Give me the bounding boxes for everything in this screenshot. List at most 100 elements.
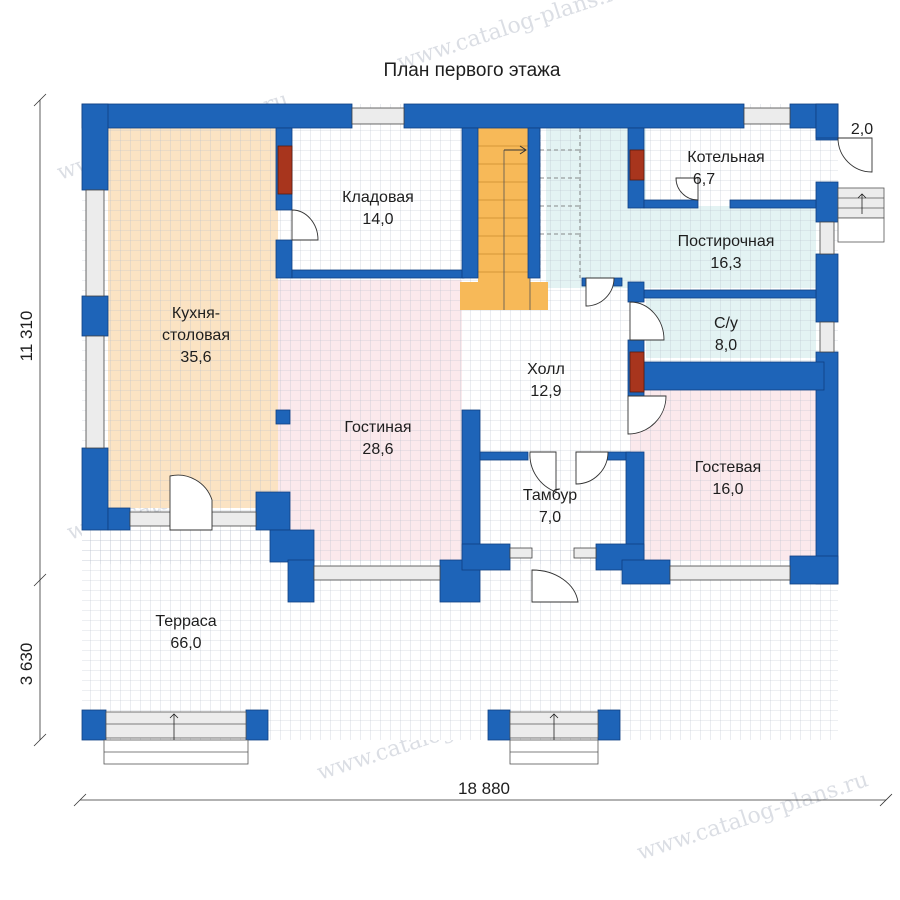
step <box>837 187 885 219</box>
wall <box>275 409 291 425</box>
wall <box>789 555 839 585</box>
door-swing <box>575 451 609 485</box>
wall <box>461 127 479 279</box>
dimension-tick <box>33 93 47 747</box>
wall <box>643 289 817 299</box>
wall <box>643 199 699 209</box>
window <box>313 565 441 581</box>
terrace-post <box>487 709 511 741</box>
window <box>743 107 791 125</box>
room-fills <box>82 104 882 740</box>
room-kitchen-name: Кухня- <box>172 305 220 322</box>
room-guest-name: Гостевая <box>695 459 761 476</box>
window <box>509 547 533 559</box>
door-swing <box>169 474 213 531</box>
step <box>837 217 885 243</box>
window <box>129 511 171 527</box>
step-arrow-icon <box>549 713 559 740</box>
room-boiler-area: 6,7 <box>693 171 715 188</box>
wall <box>81 447 109 531</box>
wall <box>815 253 839 323</box>
window <box>85 189 105 297</box>
wall <box>527 127 541 279</box>
terrace-post <box>81 709 107 741</box>
room-living-name: Гостиная <box>344 419 411 436</box>
terrace-post <box>597 709 621 741</box>
window <box>351 107 405 125</box>
wall <box>107 507 131 531</box>
chimneys <box>277 145 645 393</box>
chimney <box>277 145 293 195</box>
labels: План первого этажа Кухня- столовая 35,6 … <box>17 60 873 798</box>
wall <box>643 361 825 391</box>
door-swing <box>531 569 579 603</box>
watermark: www.catalog-plans.ru <box>634 767 871 865</box>
door-swing <box>837 137 873 173</box>
porch-steps <box>837 187 885 243</box>
door-swing <box>629 301 665 341</box>
room-living-area: 28,6 <box>362 441 393 458</box>
room-terrace-area: 66,0 <box>170 635 201 652</box>
room-porch-area: 2,0 <box>851 121 873 138</box>
porch-post <box>815 103 839 139</box>
step-arrow-icon <box>857 193 867 214</box>
plan-title: План первого этажа <box>384 60 561 81</box>
dimension-tick <box>73 793 893 807</box>
wall <box>81 295 109 337</box>
door-swing <box>675 177 699 201</box>
wall <box>81 103 109 191</box>
dimension-lines <box>33 93 893 807</box>
room-guest-area: 16,0 <box>712 481 743 498</box>
window <box>85 335 105 449</box>
door-swing <box>529 451 557 493</box>
wall <box>621 559 671 585</box>
wall <box>627 281 645 303</box>
room-hall-area: 12,9 <box>530 383 561 400</box>
wall <box>275 239 293 279</box>
terrace-post <box>245 709 269 741</box>
room-hall-name: Холл <box>527 361 565 378</box>
doors <box>169 137 873 603</box>
staircase <box>460 128 581 310</box>
walls <box>81 103 839 741</box>
windows <box>85 107 835 581</box>
wall <box>287 559 315 603</box>
chimney <box>629 149 645 181</box>
room-kitchen-area: 35,6 <box>180 349 211 366</box>
wall <box>461 543 511 571</box>
wall <box>291 269 465 279</box>
room-terrace-name: Терраса <box>155 613 216 630</box>
wall <box>403 103 745 129</box>
door-swing <box>627 395 667 435</box>
room-storage-name: Кладовая <box>342 189 414 206</box>
dimension-terrace-depth: 3 630 <box>17 643 36 686</box>
room-laundry-name: Постирочная <box>678 233 775 250</box>
window <box>573 547 597 559</box>
room-kitchen-name: столовая <box>162 327 230 344</box>
window <box>211 511 257 527</box>
dimension-main-depth: 11 310 <box>17 311 36 362</box>
step-lines <box>104 723 248 753</box>
step-arrow-icon <box>169 713 179 740</box>
wall <box>269 529 315 563</box>
wall <box>729 199 817 209</box>
room-bathroom-name: С/у <box>714 315 738 332</box>
step-lines <box>838 197 884 209</box>
room-storage-area: 14,0 <box>362 211 393 228</box>
wall <box>255 491 291 531</box>
room-vestibule-name: Тамбур <box>523 487 577 504</box>
door-swing <box>291 209 319 241</box>
window <box>819 321 835 353</box>
terrace-steps <box>103 711 599 765</box>
chimney <box>629 351 645 393</box>
room-bathroom-area: 8,0 <box>715 337 737 354</box>
dimension-total-width: 18 880 <box>458 779 510 798</box>
wall <box>479 451 529 461</box>
room-laundry-area: 16,3 <box>710 255 741 272</box>
stair-arrow-icon <box>504 145 527 155</box>
window <box>669 565 791 581</box>
wall <box>81 103 353 129</box>
wall <box>461 409 481 561</box>
wall <box>815 181 839 223</box>
